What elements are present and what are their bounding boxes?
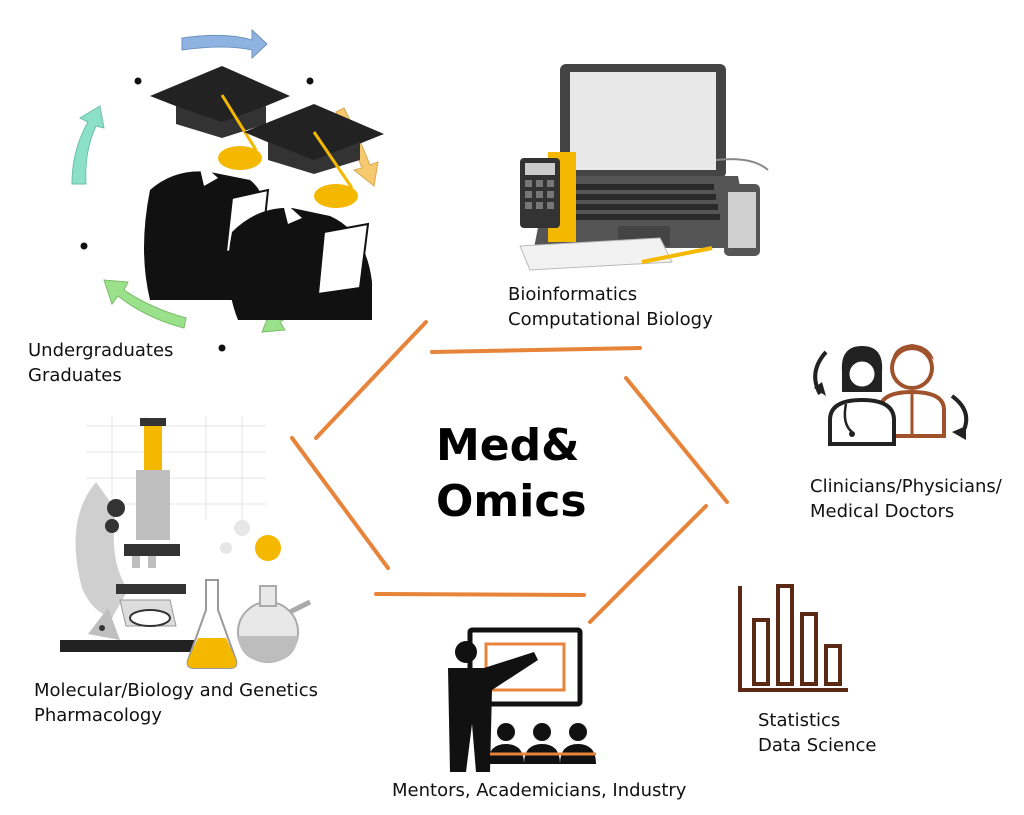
label-clinicians-line1: Clinicians/Physicians/ (810, 476, 1002, 497)
hexagon-edge-upper-right (624, 376, 729, 504)
label-statistics: Statistics Data Science (758, 708, 876, 758)
hexagon-edge-lower-right (588, 504, 708, 624)
label-statistics-line2: Data Science (758, 735, 877, 756)
center-title-line2: Omics (436, 476, 587, 527)
label-bioinfo: Bioinformatics Computational Biology (508, 282, 713, 332)
hexagon-edge-top (430, 346, 642, 354)
center-title: Med& Omics (436, 418, 587, 530)
microscope-icon (60, 416, 312, 669)
hexagon-edge-bottom (374, 592, 586, 597)
label-mentors: Mentors, Academicians, Industry (392, 778, 686, 803)
label-molecular-line2: Pharmacology (34, 705, 162, 726)
label-students-line2: Graduates (28, 365, 122, 386)
center-title-line1: Med& (436, 420, 580, 471)
label-mentors-line1: Mentors, Academicians, Industry (392, 780, 687, 801)
laptop-icon (519, 64, 769, 271)
doctors-icon (813, 344, 969, 446)
label-students-line1: Undergraduates (28, 340, 174, 361)
label-clinicians-line2: Medical Doctors (810, 501, 955, 522)
hexagon (290, 320, 729, 624)
hexagon-edge-lower-left (290, 436, 390, 570)
label-bioinfo-line2: Computational Biology (508, 309, 713, 330)
label-molecular-line1: Molecular/Biology and Genetics (34, 680, 319, 701)
label-bioinfo-line1: Bioinformatics (508, 284, 638, 305)
label-molecular: Molecular/Biology and Genetics Pharmacol… (34, 678, 318, 728)
graduates-icon (71, 28, 384, 352)
hexagon-edge-upper-left (314, 320, 428, 440)
label-students: Undergraduates Graduates (28, 338, 173, 388)
teacher-icon (448, 627, 596, 772)
label-statistics-line1: Statistics (758, 710, 841, 731)
bar-chart-icon (738, 584, 848, 692)
label-clinicians: Clinicians/Physicians/ Medical Doctors (810, 474, 1002, 524)
